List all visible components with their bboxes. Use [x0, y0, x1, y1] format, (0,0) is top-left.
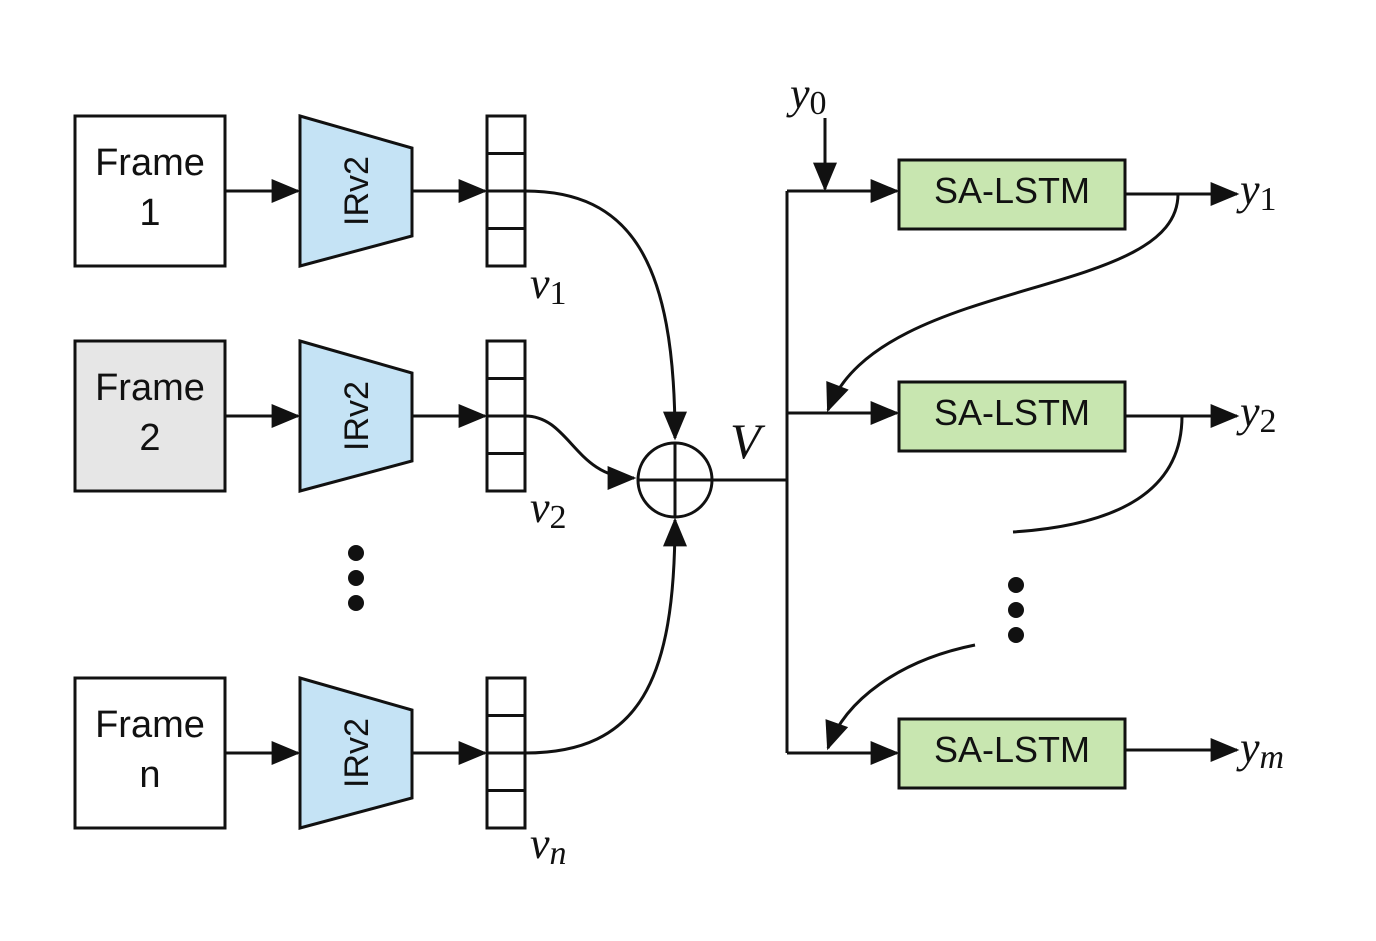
output-1-label: y1: [1236, 165, 1277, 218]
encoder-n-trapezoid: [298, 676, 414, 830]
frame-1-box: [73, 114, 227, 268]
frame-2-label-line1: Frame: [95, 367, 205, 409]
encoder-1-trapezoid: [298, 114, 414, 268]
frame-n-box: [73, 676, 227, 830]
frame-2-box: [73, 339, 227, 493]
frame-1-row: Frame 1 IRv2 v1: [73, 114, 567, 312]
feature-vector-1-label: v1: [530, 259, 567, 312]
frame-n-label-line2: n: [139, 754, 160, 796]
vector-n-to-sum-curve: [524, 517, 687, 755]
initial-input-label: y0: [786, 69, 827, 122]
lstm-2-box: [897, 380, 1127, 453]
frames-ellipsis: [348, 545, 364, 611]
encoder-1-label: IRv2: [338, 156, 376, 226]
encoder-n-label: IRv2: [338, 718, 376, 788]
frame-n-row: Frame n IRv2 vn: [73, 676, 567, 872]
encoder-2-trapezoid: [298, 339, 414, 493]
lstm-2-label: SA-LSTM: [934, 392, 1090, 433]
encoder-2-label: IRv2: [338, 381, 376, 451]
feature-vector-1: [485, 114, 527, 268]
sum-output-label: V: [730, 413, 766, 469]
sum-node: [636, 441, 714, 519]
lstm-2-feedback-curve: [1012, 415, 1184, 534]
lstm-m-box: [897, 717, 1127, 790]
vector-1-to-sum-curve: [524, 189, 687, 441]
vector-2-to-sum-curve: [524, 414, 637, 490]
feedback-to-lstm-m-curve: [825, 643, 976, 751]
lstm-1-box: [897, 158, 1127, 231]
feature-vector-n-label: vn: [530, 819, 567, 872]
output-2-label: y2: [1236, 387, 1277, 440]
feature-vector-2-label: v2: [530, 483, 567, 536]
frame-1-label-line1: Frame: [95, 142, 205, 184]
decoder-ellipsis: [1008, 577, 1024, 643]
frame-1-label-line2: 1: [139, 192, 160, 234]
frame-2-row: Frame 2 IRv2 v2: [73, 339, 567, 536]
frame-n-label-line1: Frame: [95, 704, 205, 746]
lstm-1-label: SA-LSTM: [934, 170, 1090, 211]
output-m-label: ym: [1236, 723, 1284, 776]
frame-2-label-line2: 2: [139, 417, 160, 459]
feature-vector-2: [485, 339, 527, 493]
feature-vector-n: [485, 676, 527, 830]
lstm-1-to-lstm-2-feedback: [826, 193, 1180, 413]
lstm-m-label: SA-LSTM: [934, 729, 1090, 770]
